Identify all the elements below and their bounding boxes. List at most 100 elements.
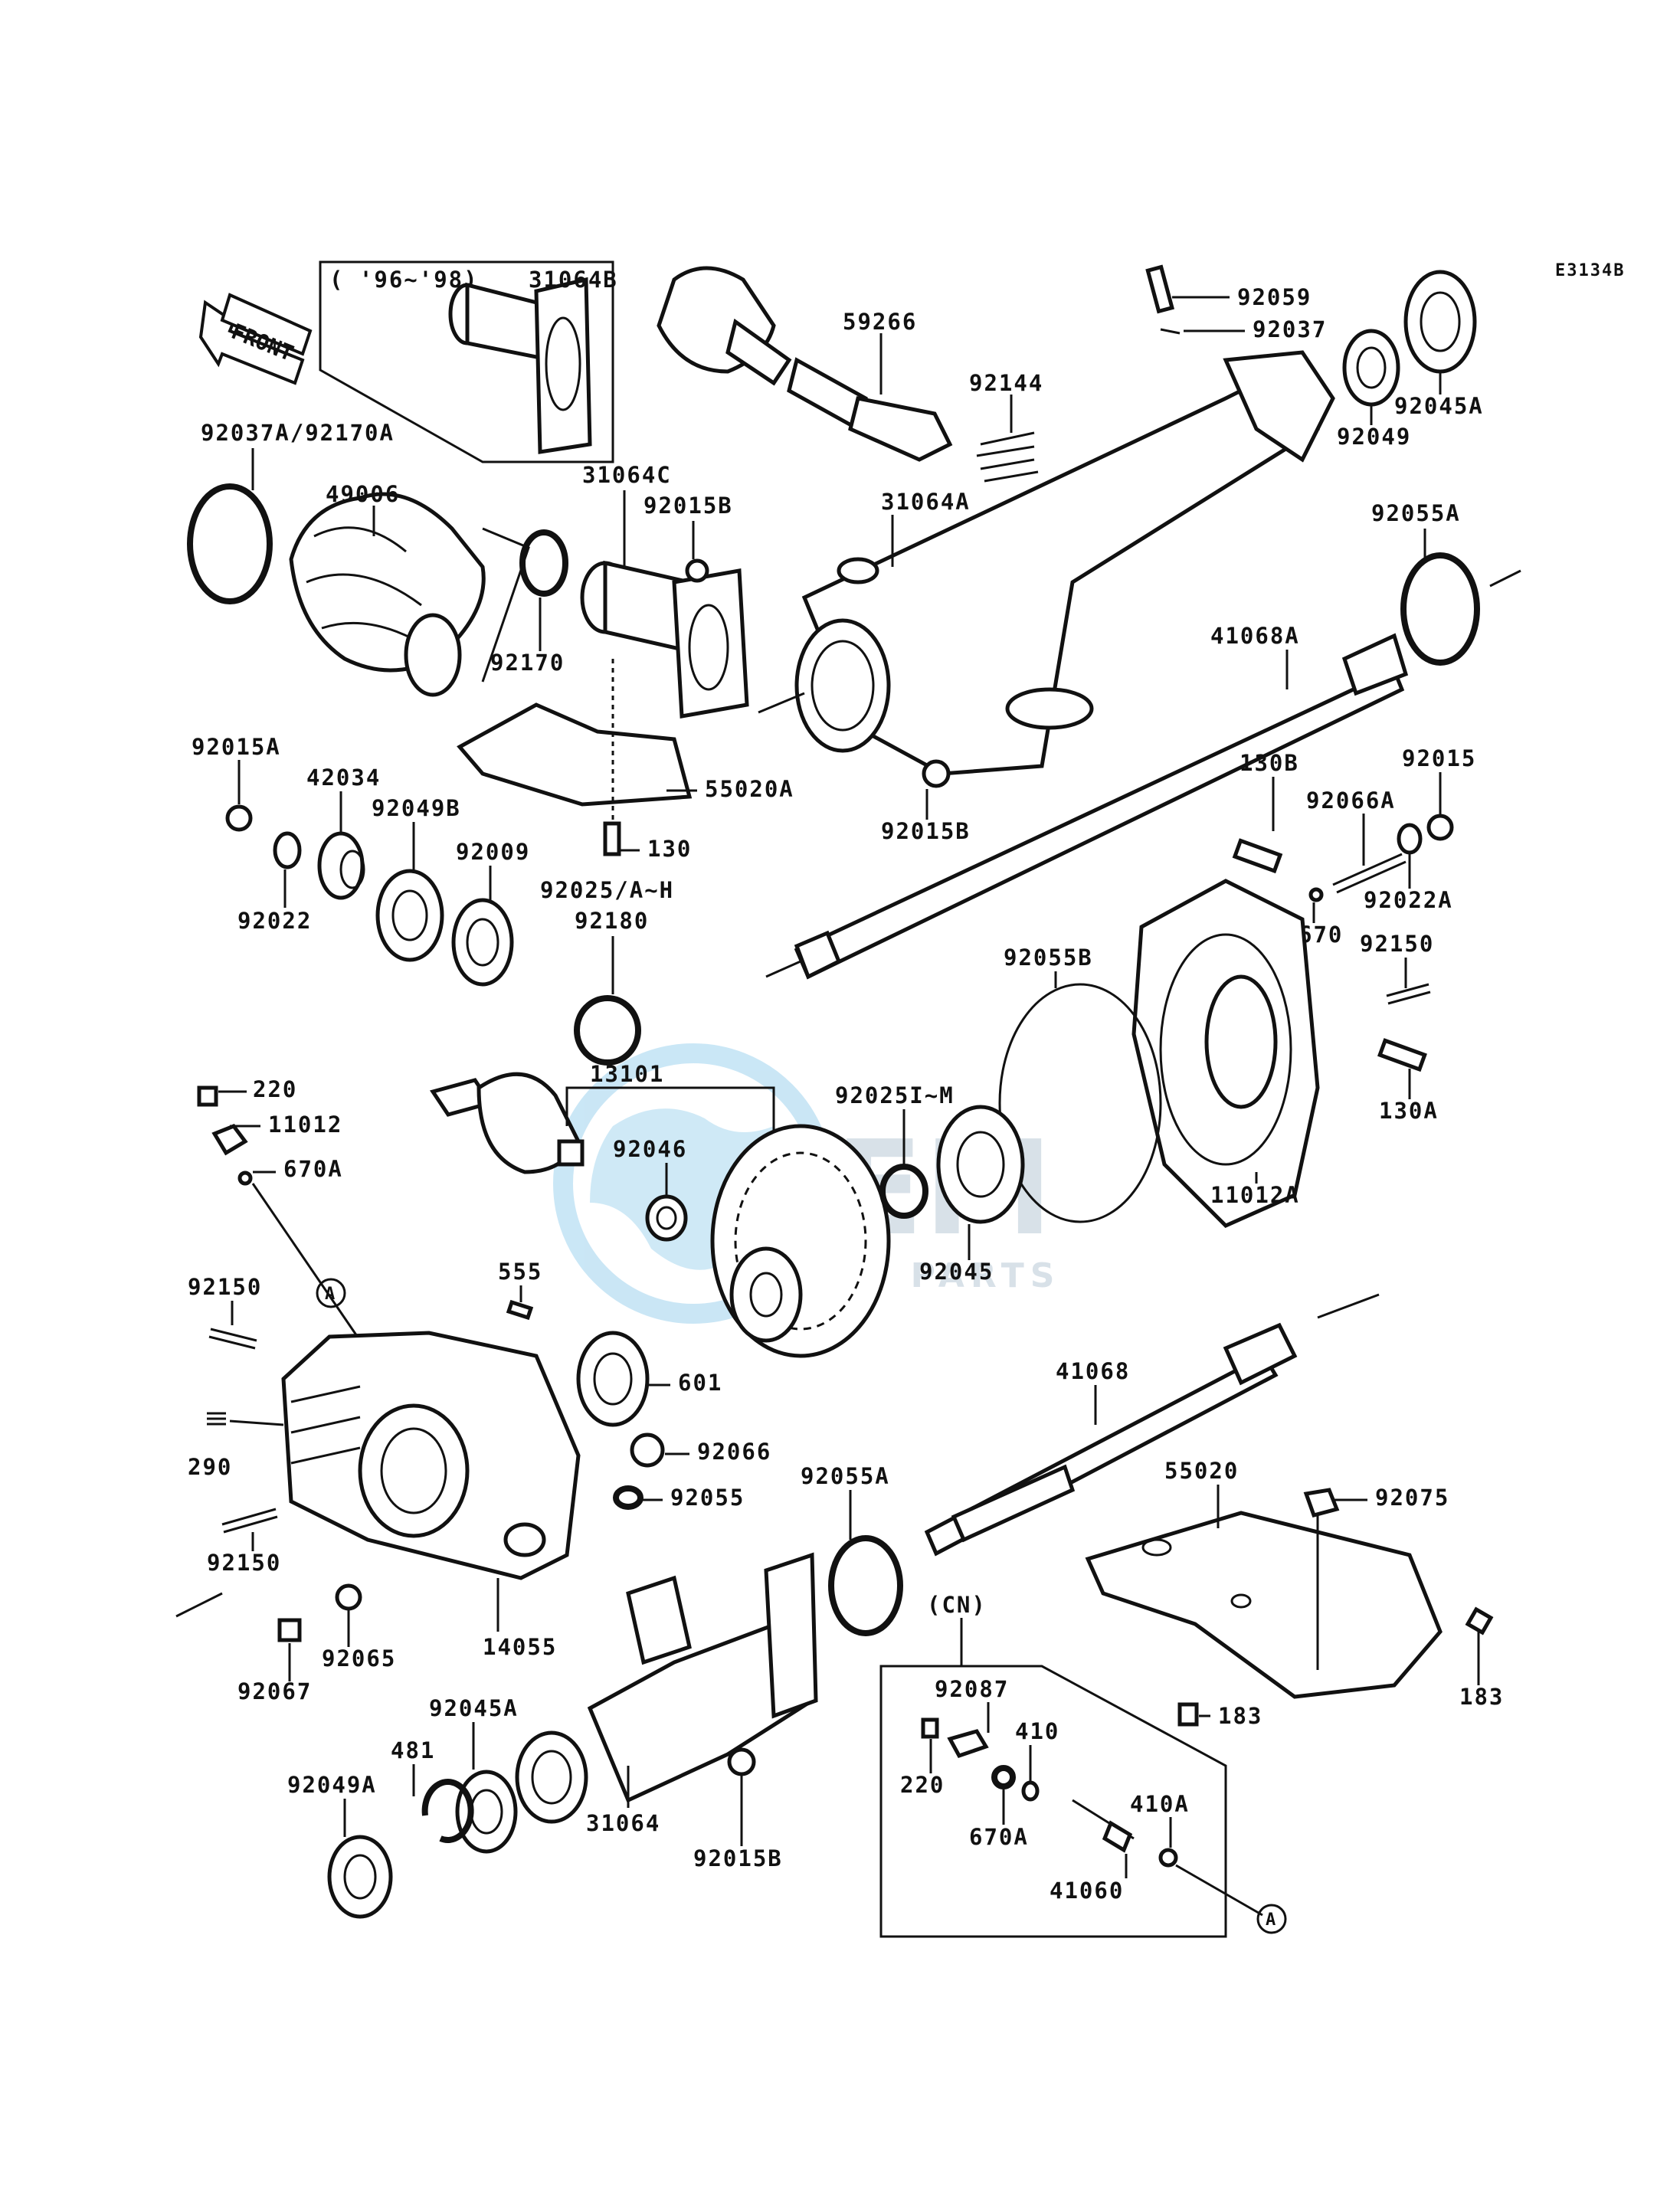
label-92009: 92009 <box>456 839 530 865</box>
front-arrow-icon: FRONT <box>198 293 313 385</box>
diagram-code: E3134B <box>1555 261 1625 280</box>
label-31064: 31064 <box>586 1810 660 1836</box>
label-92065: 92065 <box>322 1645 396 1671</box>
label-92144: 92144 <box>969 370 1043 396</box>
label-92170: 92170 <box>490 650 565 676</box>
label-cn: (CN) <box>927 1592 987 1618</box>
part-14055-case <box>281 1331 581 1580</box>
label-670a-a: 670A <box>283 1156 343 1182</box>
label-92055: 92055 <box>670 1485 745 1511</box>
part-13101-pinion-gear <box>429 1072 585 1174</box>
label-59266: 59266 <box>843 309 917 335</box>
part-92067-bolt <box>277 1618 302 1642</box>
part-92045a-bearing <box>1403 270 1477 374</box>
part-92059-pin <box>1145 264 1175 314</box>
label-92015b-c: 92015B <box>693 1845 783 1871</box>
part-481-circlip <box>421 1779 474 1843</box>
part-31064a-axle-housing <box>794 350 1335 776</box>
label-49006: 49006 <box>326 481 400 507</box>
label-92150-l2: 92150 <box>207 1550 281 1576</box>
label-410a: 410A <box>1130 1791 1190 1817</box>
part-42034-bearing <box>317 831 365 900</box>
part-220-bolt-a <box>197 1085 218 1107</box>
label-183-b: 183 <box>1218 1703 1262 1729</box>
label-92180: 92180 <box>575 908 649 934</box>
part-92049b-seal <box>375 869 444 962</box>
label-92022a: 92022A <box>1364 887 1453 913</box>
label-670a-b: 670A <box>969 1824 1029 1850</box>
label-92037: 92037 <box>1253 316 1327 342</box>
part-92087-sensor <box>947 1729 989 1759</box>
part-670a-oring-b <box>991 1765 1016 1789</box>
label-92015: 92015 <box>1402 745 1476 771</box>
label-92066a: 92066A <box>1306 787 1396 814</box>
part-183-bolt-b <box>1177 1702 1199 1727</box>
part-92022a-washer <box>1397 823 1423 855</box>
part-92150-stud-l1 <box>208 1328 257 1350</box>
part-92009-seal <box>451 898 514 987</box>
part-shim-oring <box>879 1164 928 1219</box>
part-55020a-cover <box>457 702 693 807</box>
circle-a-label-2: A <box>1266 1911 1277 1930</box>
cn-variant-box <box>879 1665 1227 1938</box>
part-92055-oring <box>613 1485 644 1510</box>
part-601-bearing <box>576 1331 650 1427</box>
part-92150-stud-r <box>1386 983 1431 1005</box>
year-range-label: ( '96~'98) <box>329 267 479 293</box>
part-92055b-oring <box>998 983 1162 1223</box>
part-92180-shim <box>574 995 641 1066</box>
label-92015b-b: 92015B <box>881 818 971 844</box>
label-31064b: 31064B <box>529 267 618 293</box>
label-92055a-top: 92055A <box>1371 500 1461 526</box>
label-92022: 92022 <box>237 908 312 934</box>
label-14055: 14055 <box>483 1634 557 1660</box>
label-92037a: 92037A/92170A <box>201 420 395 446</box>
part-31064-housing <box>515 1552 818 1824</box>
label-55020: 55020 <box>1164 1458 1239 1484</box>
label-410: 410 <box>1015 1718 1059 1744</box>
label-31064a: 31064A <box>881 489 971 515</box>
part-670a-oring-a <box>237 1171 253 1186</box>
label-92067: 92067 <box>237 1678 312 1704</box>
label-183-r: 183 <box>1459 1684 1504 1710</box>
label-42034: 42034 <box>306 765 381 791</box>
part-670-oring <box>1308 887 1324 902</box>
part-555-dowel <box>506 1299 534 1321</box>
part-55020-skid-plate <box>1085 1511 1443 1699</box>
part-220-bolt-b <box>921 1717 939 1739</box>
part-92015-nut <box>1426 814 1454 841</box>
label-555: 555 <box>498 1259 542 1285</box>
label-601: 601 <box>678 1370 722 1396</box>
label-13101: 13101 <box>590 1061 664 1087</box>
label-92049a: 92049A <box>287 1772 377 1798</box>
part-11012-breather <box>211 1123 248 1156</box>
part-92055a-oring-top <box>1400 552 1480 666</box>
part-41068-shaft <box>924 1322 1298 1557</box>
label-481: 481 <box>391 1737 435 1763</box>
part-31064b-housing <box>448 277 592 454</box>
part-92037a-clamp <box>187 483 273 604</box>
label-92055b: 92055B <box>1004 945 1093 971</box>
part-92046-bearing <box>645 1194 688 1242</box>
part-92065-washer <box>335 1583 362 1611</box>
label-92049-top: 92049 <box>1337 424 1411 450</box>
part-92049a-seal <box>327 1835 393 1919</box>
part-290-plug <box>207 1412 226 1426</box>
label-92045: 92045 <box>919 1259 994 1285</box>
label-220-a: 220 <box>253 1076 297 1102</box>
label-92066: 92066 <box>697 1439 771 1465</box>
part-130-bolt <box>603 821 621 856</box>
circle-a-label-1: A <box>325 1285 336 1304</box>
part-92170-ring <box>519 529 568 597</box>
part-31064c-housing <box>580 560 749 719</box>
part-92150-stud-l2 <box>221 1508 278 1534</box>
label-92046: 92046 <box>613 1136 687 1162</box>
part-92015b-nut-c <box>727 1747 756 1776</box>
part-92037-clip <box>1160 328 1181 335</box>
part-410a-washer <box>1158 1848 1178 1868</box>
part-92022-washer <box>273 831 302 869</box>
label-92045a-b: 92045A <box>429 1695 519 1721</box>
part-92075-plug <box>1303 1488 1340 1518</box>
part-59266-drive-shaft <box>657 266 953 462</box>
label-11012a: 11012A <box>1210 1182 1300 1208</box>
